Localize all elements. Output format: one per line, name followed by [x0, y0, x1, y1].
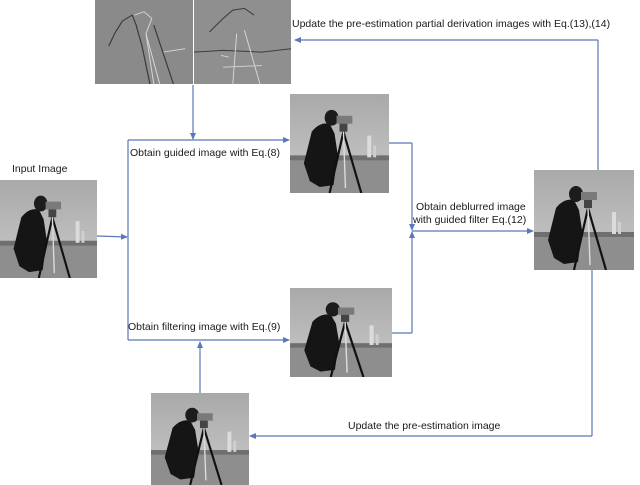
guided-image-label: Obtain guided image with Eq.(8) [130, 147, 280, 159]
partial-derivation-image-x [95, 0, 193, 84]
deblurred-image [534, 170, 634, 270]
partial-derivation-image-y [194, 0, 291, 84]
deblur-label-line2: with guided filter Eq.(12) [413, 214, 527, 226]
input-image [0, 180, 97, 278]
pre-estimation-image [151, 393, 249, 485]
update-derivation-label: Update the pre-estimation partial deriva… [292, 18, 611, 30]
guided-image [290, 94, 389, 193]
update-image-label: Update the pre-estimation image [348, 420, 501, 432]
filtering-image [290, 288, 392, 377]
input-image-label: Input Image [12, 163, 68, 175]
deblur-label-line1: Obtain deblurred image [416, 201, 526, 213]
filtering-image-label: Obtain filtering image with Eq.(9) [128, 321, 281, 333]
